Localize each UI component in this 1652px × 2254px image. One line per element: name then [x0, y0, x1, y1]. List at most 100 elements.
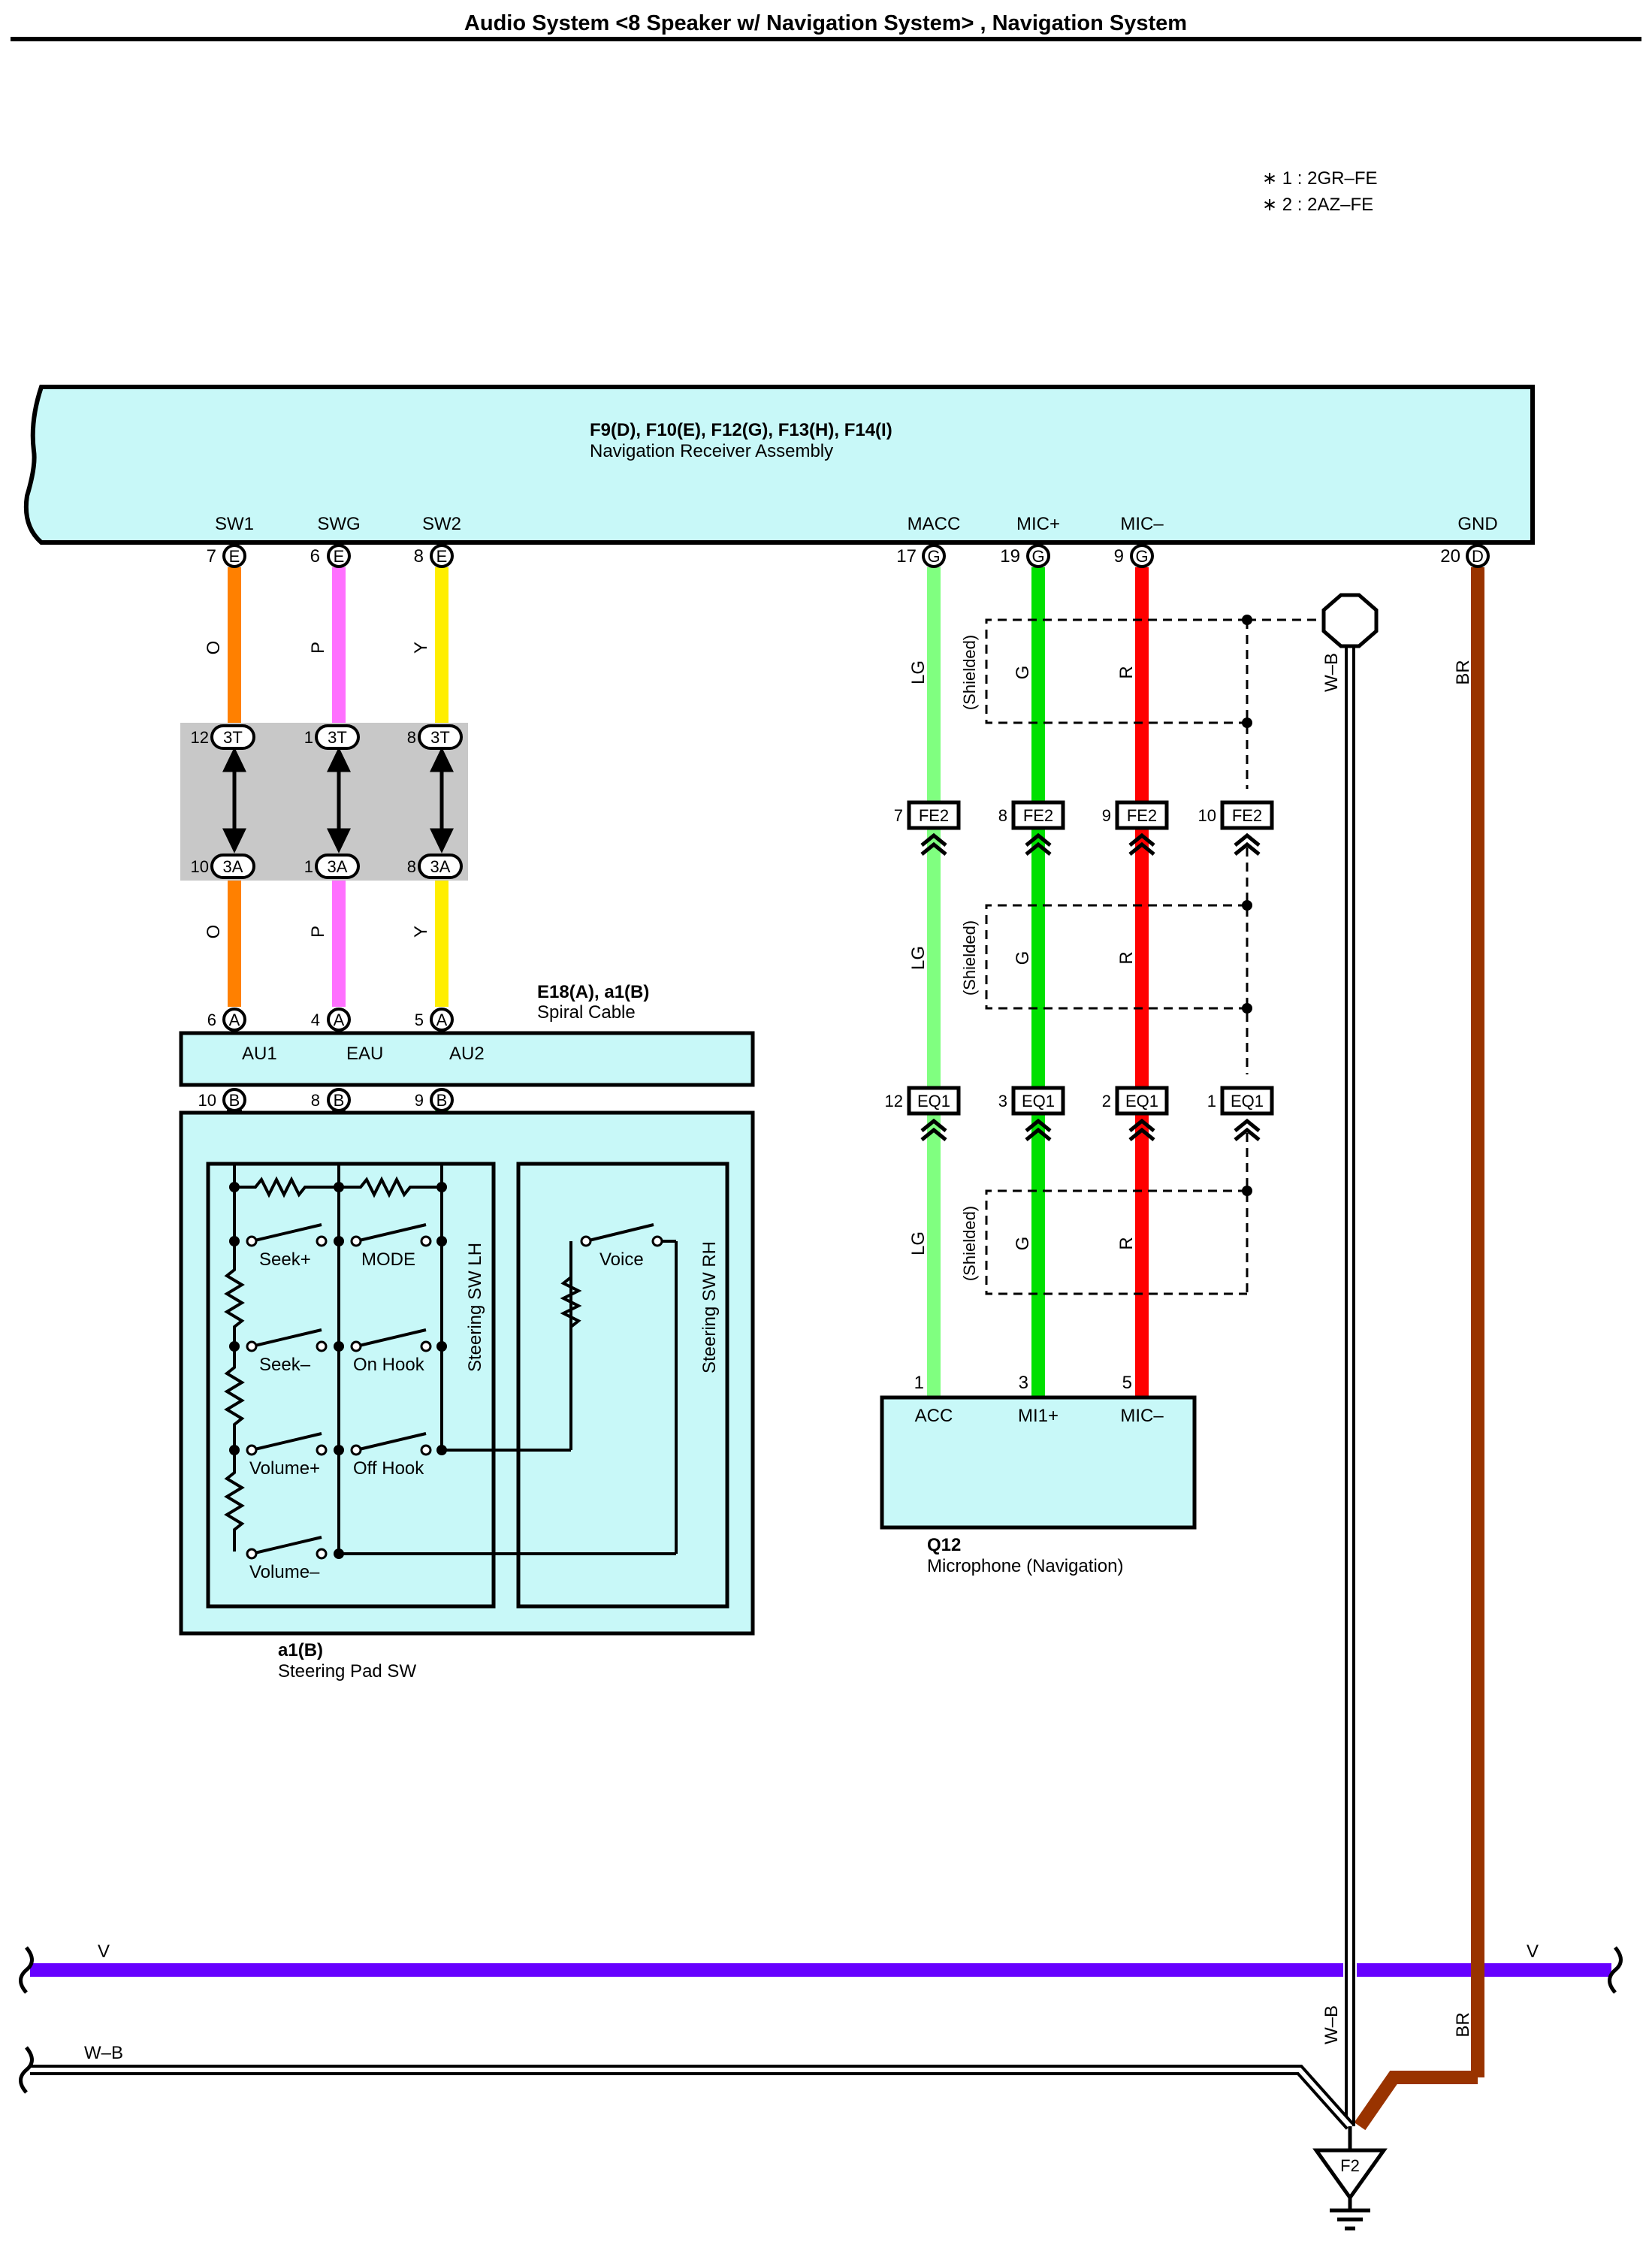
- shield-boxes: [985, 618, 1330, 1295]
- mic-pin-num-1: 1: [914, 1373, 924, 1393]
- junction-3a-num-3: 8: [407, 857, 416, 876]
- pin-conn-swg: E: [334, 547, 345, 566]
- pin-conn-sw2: E: [436, 547, 448, 566]
- eq1-conn-3: EQ1: [1125, 1092, 1158, 1110]
- ground-point-label: F2: [1340, 2156, 1360, 2175]
- spiral-cable-top-pins: 6 4 5: [207, 1011, 424, 1029]
- wire-color-lg-2: LG: [908, 946, 929, 970]
- junction-3a-num-1: 10: [191, 857, 209, 876]
- switch-voice: Voice: [599, 1249, 644, 1270]
- shielded-label-1: (Shielded): [960, 635, 979, 710]
- spiral-bot-conn-2: B: [334, 1091, 345, 1110]
- wire-color-o-1: O: [204, 641, 224, 655]
- switch-off-hook: Off Hook: [353, 1458, 424, 1479]
- fe2-num-7: 7: [894, 806, 903, 825]
- junction-3a-conn-2: 3A: [328, 857, 348, 876]
- wire-color-g-3: G: [1013, 1237, 1033, 1251]
- pin-num-17: 17: [896, 546, 917, 567]
- eq1-conn-4: EQ1: [1231, 1092, 1264, 1110]
- junction-3t-num-2: 1: [304, 728, 313, 747]
- steering-sw-lh-box: [206, 1162, 496, 1609]
- ground-point-triangle: [1312, 2148, 1388, 2201]
- spiral-label-eau: EAU: [346, 1044, 383, 1064]
- junction-3t-connectors: 3T 3T 3T 12 1 8: [191, 724, 463, 750]
- steering-wires: [228, 567, 448, 1007]
- wire-color-br-lower: BR: [1453, 2012, 1473, 2037]
- junction-3t-conn-2: 3T: [328, 728, 347, 747]
- spiral-top-conn-2: A: [334, 1011, 345, 1029]
- spiral-top-num-3: 5: [415, 1011, 424, 1029]
- junction-3a-conn-1: 3A: [223, 857, 243, 876]
- mic-wire-colors: LG G R LG G R LG G R BR: [908, 660, 1473, 1255]
- eq1-num-3: 3: [998, 1092, 1007, 1110]
- wire-color-wb-lower: W–B: [1321, 2005, 1342, 2044]
- switch-seek-minus: Seek–: [259, 1355, 311, 1375]
- eq1-chevrons: [920, 1118, 1261, 1141]
- fe2-connectors: FE2 FE2 FE2 FE2 7 8 9 10: [894, 800, 1274, 830]
- eq1-num-1: 1: [1207, 1092, 1216, 1110]
- junction-3t-conn-1: 3T: [223, 728, 243, 747]
- pin-conn-macc: G: [927, 547, 940, 566]
- wire-color-o-2: O: [204, 925, 224, 939]
- switch-contacts: [246, 1235, 663, 1560]
- ground-symbol: [1330, 2198, 1370, 2231]
- bus-wb-label: W–B: [84, 2043, 123, 2063]
- nav-receiver-pins: SW1 SWG SW2 MACC MIC+ MIC– GND 7 6 8 17 …: [207, 514, 1498, 567]
- pin-num-7: 7: [207, 546, 216, 567]
- pin-num-8: 8: [414, 546, 424, 567]
- mic-pin-label-mic: MIC–: [1120, 1406, 1164, 1426]
- steering-wire-colors: O P Y O P Y: [204, 641, 431, 939]
- switch-junction-dots: [229, 1182, 447, 1559]
- junction-3a-num-2: 1: [304, 857, 313, 876]
- fe2-conn-1: FE2: [919, 806, 949, 825]
- wire-color-p-2: P: [308, 926, 328, 938]
- fe2-num-8: 8: [998, 806, 1007, 825]
- fe2-chevrons: [920, 832, 1261, 856]
- pin-label-swg: SWG: [317, 514, 360, 534]
- junction-3t-num-1: 12: [191, 728, 209, 747]
- eq1-conn-1: EQ1: [917, 1092, 950, 1110]
- spiral-top-conn-3: A: [436, 1011, 448, 1029]
- junction-3a-connectors: 3A 3A 3A 10 1 8: [191, 854, 463, 879]
- pin-label-gnd: GND: [1457, 514, 1497, 534]
- eq1-num-12: 12: [885, 1092, 903, 1110]
- spiral-cable-bottom-pins: 10 8 9: [198, 1091, 424, 1110]
- wire-color-r-3: R: [1116, 1237, 1137, 1249]
- microphone-box: [880, 1395, 1197, 1530]
- mic-pin-num-3: 3: [1019, 1373, 1028, 1393]
- switch-labels: Seek+ MODE Seek– On Hook Volume+ Off Hoo…: [249, 1249, 644, 1582]
- eq1-num-2: 2: [1102, 1092, 1111, 1110]
- pin-label-mic-minus: MIC–: [1120, 514, 1164, 534]
- wire-color-p-1: P: [308, 642, 328, 654]
- spiral-cable-box: [179, 1031, 755, 1087]
- wire-color-lg-1: LG: [908, 660, 929, 684]
- junction-3t-num-3: 8: [407, 728, 416, 747]
- junction-3t-conn-3: 3T: [430, 728, 450, 747]
- spiral-cable-name: Spiral Cable: [537, 1002, 636, 1023]
- spiral-label-au1: AU1: [242, 1044, 277, 1064]
- spiral-cable-labels: AU1 EAU AU2: [242, 1044, 485, 1064]
- fe2-num-9: 9: [1102, 806, 1111, 825]
- spiral-label-au2: AU2: [449, 1044, 485, 1064]
- mic-pin-label-acc: ACC: [915, 1406, 953, 1426]
- switch-on-hook: On Hook: [353, 1355, 425, 1375]
- microphone-pins: 1 3 5 ACC MI1+ MIC–: [914, 1373, 1164, 1426]
- switch-volume-minus: Volume–: [249, 1562, 320, 1582]
- mic-pin-label-mi1: MI1+: [1018, 1406, 1059, 1426]
- pin-num-9: 9: [1114, 546, 1124, 567]
- nav-receiver-box: [23, 385, 1535, 545]
- pin-label-sw1: SW1: [215, 514, 254, 534]
- spiral-bot-num-3: 9: [415, 1091, 424, 1110]
- pin-label-mic-plus: MIC+: [1016, 514, 1060, 534]
- wire-color-r-2: R: [1116, 951, 1137, 964]
- pin-conn-sw1: E: [229, 547, 240, 566]
- wire-gnd-bend: [1354, 2071, 1478, 2131]
- eq1-conn-2: EQ1: [1022, 1092, 1055, 1110]
- switch-mode: MODE: [361, 1249, 415, 1270]
- steering-pad-connectors: a1(B): [278, 1640, 323, 1660]
- spiral-bot-conn-1: B: [229, 1091, 240, 1110]
- fe2-conn-3: FE2: [1127, 806, 1157, 825]
- pin-num-19: 19: [1000, 546, 1020, 567]
- spiral-top-num-1: 6: [207, 1011, 216, 1029]
